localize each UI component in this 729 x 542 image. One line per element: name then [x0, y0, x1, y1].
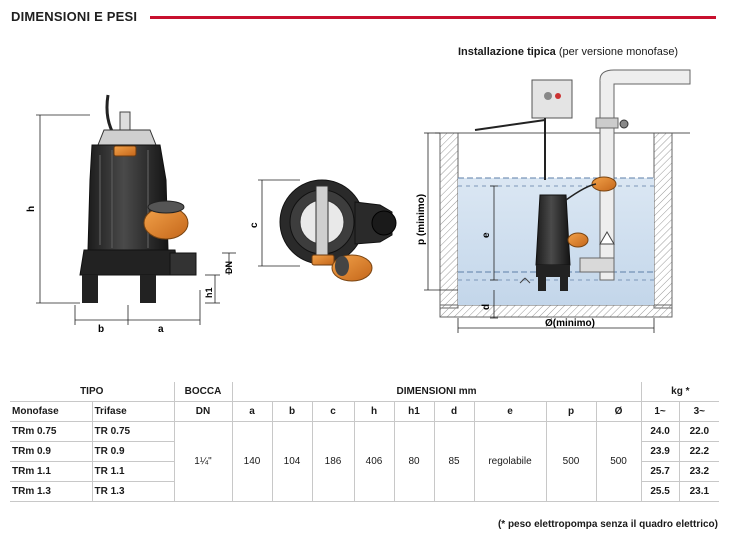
cell-kg3: 22.2 [678, 441, 720, 462]
install-dim-lines [424, 132, 655, 333]
footnote: (* peso elettropompa senza il quadro ele… [497, 519, 718, 530]
cell-trifase: TR 0.75 [91, 421, 175, 442]
header-tipo: TIPO [10, 382, 175, 402]
cell-monofase: TRm 1.1 [10, 461, 93, 482]
header-kg1: 1~ [640, 401, 680, 422]
dimensions-table: TIPO BOCCA DIMENSIONI mm kg * Monofase T… [10, 382, 720, 502]
cell-trifase: TR 1.3 [91, 481, 175, 502]
label-a: a [158, 324, 164, 335]
pump-top-view [279, 179, 397, 282]
cell-monofase: TRm 0.75 [10, 421, 93, 442]
header-e: e [473, 401, 547, 422]
header-p: p [545, 401, 597, 422]
header-c: c [311, 401, 355, 422]
label-d: d [481, 304, 492, 310]
installation-subtitle: (per versione monofase) [558, 46, 679, 58]
header-h: h [353, 401, 395, 422]
header-dimensioni: DIMENSIONI mm [231, 382, 642, 402]
cell-a: 140 [231, 421, 273, 502]
installation-title: Installazione tipica [458, 46, 556, 58]
header-dn: DN [173, 401, 233, 422]
cell-d: 85 [433, 421, 475, 502]
cell-h: 406 [353, 421, 395, 502]
table-row: TRm 1.3 TR 1.3 25.5 23.1 [10, 481, 720, 502]
cell-e: regolabile [473, 421, 547, 502]
cell-trifase: TR 0.9 [91, 441, 175, 462]
cell-c: 186 [311, 421, 355, 502]
installation-diagram [435, 69, 691, 318]
pump-side-view [79, 94, 197, 303]
header-rule [150, 16, 716, 19]
header-kg: kg * [640, 382, 720, 402]
label-b: b [98, 324, 104, 335]
header-diam: Ø [595, 401, 642, 422]
label-diam: Ø(minimo) [545, 318, 595, 329]
cell-kg3: 23.1 [678, 481, 720, 502]
header-bocca: BOCCA [173, 382, 233, 402]
header-a: a [231, 401, 273, 422]
label-e: e [481, 232, 492, 238]
cell-monofase: TRm 0.9 [10, 441, 93, 462]
installation-caption: Installazione tipica (per versione monof… [458, 46, 678, 58]
label-c: c [249, 222, 260, 228]
technical-drawings: h b a h1 DN c [26, 69, 691, 335]
label-h: h [26, 206, 37, 212]
header-kg3: 3~ [678, 401, 720, 422]
cell-kg1: 25.7 [640, 461, 680, 482]
table-row: TRm 1.1 TR 1.1 25.7 23.2 [10, 461, 720, 482]
header-d: d [433, 401, 475, 422]
cell-trifase: TR 1.1 [91, 461, 175, 482]
cell-h1: 80 [393, 421, 435, 502]
cell-monofase: TRm 1.3 [10, 481, 93, 502]
cell-diam: 500 [595, 421, 642, 502]
cell-kg3: 22.0 [678, 421, 720, 442]
cell-kg1: 24.0 [640, 421, 680, 442]
header-h1: h1 [393, 401, 435, 422]
table-row: TRm 0.75 TR 0.75 1¼" 140 104 186 406 80 … [10, 421, 720, 502]
label-p: p (minimo) [416, 194, 427, 245]
cell-kg1: 25.5 [640, 481, 680, 502]
label-dn: DN [224, 261, 234, 274]
cell-kg3: 23.2 [678, 461, 720, 482]
table-row: TRm 0.9 TR 0.9 23.9 22.2 [10, 441, 720, 462]
page-title: DIMENSIONI E PESI [11, 9, 138, 24]
cell-b: 104 [271, 421, 313, 502]
cell-dn: 1¼" [173, 421, 233, 502]
top-dim-lines [258, 179, 300, 267]
header-monofase: Monofase [10, 401, 93, 422]
cell-kg1: 23.9 [640, 441, 680, 462]
header-b: b [271, 401, 313, 422]
cell-p: 500 [545, 421, 597, 502]
header-trifase: Trifase [91, 401, 175, 422]
side-dim-lines [36, 114, 236, 325]
label-h1: h1 [204, 287, 214, 298]
